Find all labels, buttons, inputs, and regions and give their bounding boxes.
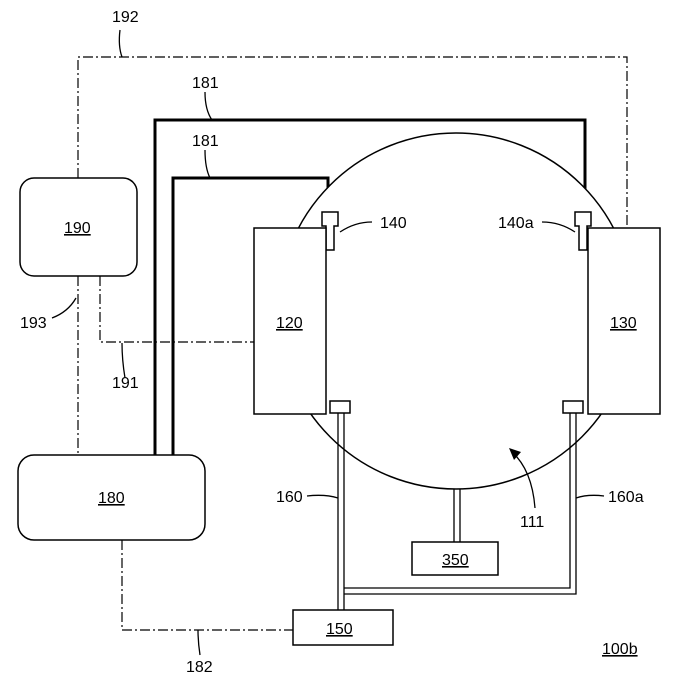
sensor-left <box>330 401 350 413</box>
label-192: 192 <box>112 9 139 26</box>
label-180: 180 <box>98 490 125 507</box>
label-193: 193 <box>20 315 47 332</box>
sensor-right <box>563 401 583 413</box>
label-181-outer: 181 <box>192 75 219 92</box>
figure-reference: 100b <box>602 641 638 658</box>
leader-160a <box>576 495 604 498</box>
label-160: 160 <box>276 489 303 506</box>
label-190: 190 <box>64 220 91 237</box>
label-140: 140 <box>380 215 407 232</box>
leader-193 <box>52 298 76 318</box>
label-350: 350 <box>442 552 469 569</box>
label-120: 120 <box>276 315 303 332</box>
leader-181-outer <box>205 92 212 120</box>
pipe-350 <box>454 489 460 542</box>
label-181-inner: 181 <box>192 133 219 150</box>
signal-line-191 <box>100 276 254 342</box>
label-130: 130 <box>610 315 637 332</box>
rotating-platform-circle <box>278 133 634 489</box>
label-140a: 140a <box>498 215 534 232</box>
label-160a: 160a <box>608 489 644 506</box>
signal-line-182 <box>122 540 293 630</box>
label-150: 150 <box>326 621 353 638</box>
label-182: 182 <box>186 659 213 676</box>
leader-181-inner <box>205 150 210 178</box>
leader-182 <box>198 630 200 655</box>
leader-192 <box>119 30 122 57</box>
label-111: 111 <box>520 514 544 531</box>
label-191: 191 <box>112 375 139 392</box>
leader-191 <box>122 343 125 378</box>
leader-160 <box>307 495 338 498</box>
